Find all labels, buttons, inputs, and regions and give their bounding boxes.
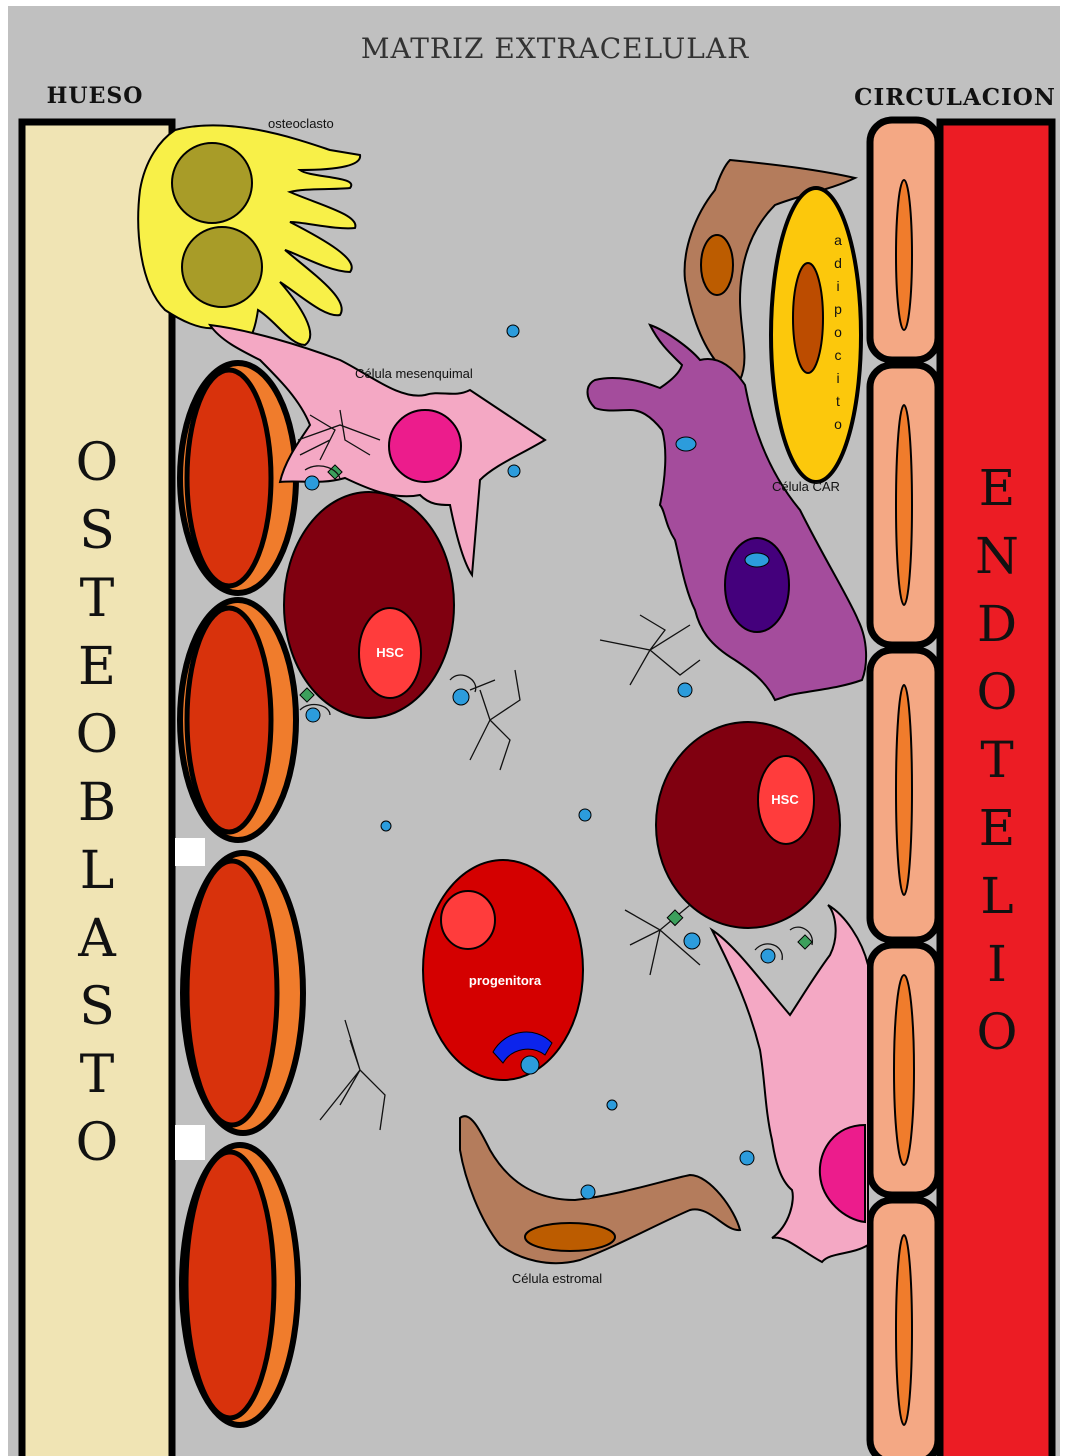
mesenchymal-nucleus [389, 410, 461, 482]
label-hueso: HUESO [47, 83, 144, 109]
label-circulacion: CIRCULACION [854, 84, 1056, 111]
cytokine-dot [305, 476, 319, 490]
cytokine-dot [508, 465, 520, 477]
cytokine-dot [740, 1151, 754, 1165]
osteoblast-cell [183, 853, 303, 1133]
cytokine-dot [678, 683, 692, 697]
cytokine-dot [581, 1185, 595, 1199]
osteoblast-cell [180, 600, 296, 840]
endothelial-cells [870, 120, 938, 1456]
title-matriz-extracelular: MATRIZ EXTRACELULAR [361, 32, 749, 65]
osteoblast-cells [180, 363, 303, 1425]
label-celula-car: Célula CAR [772, 479, 840, 494]
cytokine-dot [306, 708, 320, 722]
progenitor-nucleus [441, 891, 495, 949]
stromal-nucleus [525, 1223, 615, 1251]
label-celula-mesenquimal: Célula mesenquimal [355, 366, 473, 381]
cytokine-dot [579, 809, 591, 821]
cytokine-dot [381, 821, 391, 831]
cytokine-dot [607, 1100, 617, 1110]
hsc-cell: HSC [656, 722, 840, 928]
label-osteoclasto: osteoclasto [268, 116, 334, 131]
adipocyte-nucleus [793, 263, 823, 373]
label-progenitora: progenitora [469, 973, 542, 988]
car-nucleus [725, 538, 789, 632]
osteoclast-nucleus [172, 143, 252, 223]
gap-white-2 [175, 1125, 205, 1160]
cytokine-dot [684, 933, 700, 949]
progenitor-cell: progenitora [423, 860, 583, 1080]
stromal-nucleus [701, 235, 733, 295]
gap-white-1 [175, 838, 205, 866]
label-hsc: HSC [376, 645, 404, 660]
osteoblast-cell [180, 363, 296, 593]
label-celula-estromal: Célula estromal [512, 1271, 602, 1286]
osteoblast-cell [182, 1145, 298, 1425]
cytokine-dot [453, 689, 469, 705]
cytokine-dot [761, 949, 775, 963]
blood-vessel [940, 122, 1052, 1456]
hsc-cell: HSC [284, 492, 454, 718]
cytokine-dot [507, 325, 519, 337]
label-hsc: HSC [771, 792, 799, 807]
osteoclast-nucleus [182, 227, 262, 307]
